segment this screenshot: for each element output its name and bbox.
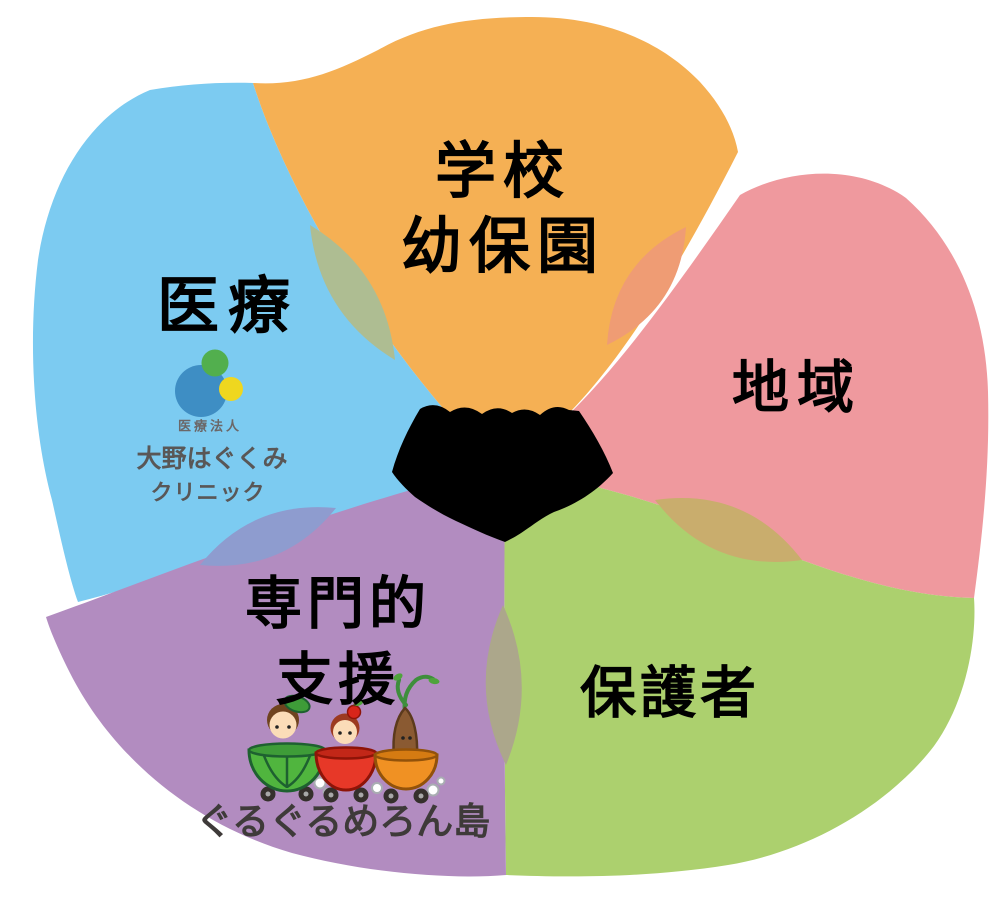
apple-cart-icon — [314, 700, 378, 803]
overlap-medical-school — [310, 225, 395, 360]
support-label-line2: 支援 — [276, 648, 400, 712]
overlap-school-community — [607, 227, 686, 345]
petal-label-school: 学校 幼保園 — [401, 134, 605, 284]
petal-label-guardians: 保護者 — [580, 661, 760, 725]
petal-label-medical: 医療 — [156, 272, 300, 341]
support-label-line1: 専門的 — [245, 572, 431, 636]
overlap-community-guardians — [655, 498, 802, 562]
clinic-logo-company-type: 医療法人 — [177, 418, 243, 434]
school-label-line1: 学校 — [434, 137, 572, 205]
petal-medical-shape — [32, 82, 500, 602]
petal-guardians-shape — [504, 465, 975, 877]
clinic-logo-blue-circle — [175, 365, 227, 417]
school-label-line2: 幼保園 — [400, 212, 606, 280]
clinic-logo — [175, 349, 243, 417]
petal-label-community: 地域 — [732, 356, 862, 420]
petal-school-shape — [253, 17, 738, 468]
petal-community-shape — [505, 173, 989, 598]
melon-island-logo — [247, 673, 446, 804]
handshake-icon — [392, 405, 613, 542]
melon-island-caption: ぐるぐるめろん島 — [195, 801, 491, 842]
petal-label-support: 専門的 支援 — [245, 566, 431, 718]
clinic-logo-name-line2: クリニック — [150, 480, 266, 505]
overlap-guardians-support — [485, 605, 522, 765]
clinic-logo-yellow-circle — [219, 377, 243, 401]
clinic-logo-green-circle — [201, 349, 229, 377]
clinic-logo-name-line1: 大野はぐくみ — [136, 445, 288, 473]
burdock-cart-icon — [373, 673, 440, 804]
overlap-support-medical — [200, 507, 336, 566]
